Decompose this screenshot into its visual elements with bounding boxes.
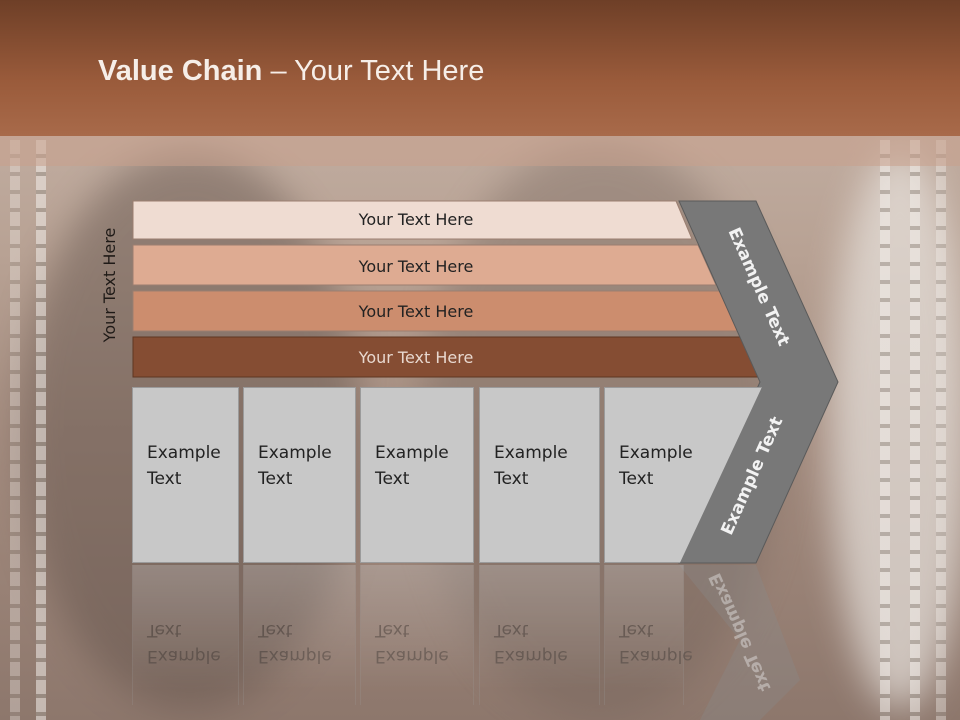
bar-3-label: Your Text Here <box>358 302 474 321</box>
header-bar <box>0 0 960 136</box>
chevron-arrow[interactable] <box>678 200 839 564</box>
chevron-reflection <box>679 565 800 720</box>
bar-4-label: Your Text Here <box>358 348 474 367</box>
bar-1[interactable] <box>132 200 693 240</box>
background-stripe <box>910 140 920 720</box>
header-strip <box>0 136 960 166</box>
bar-2[interactable] <box>132 244 717 286</box>
background-stripe <box>936 140 946 720</box>
slide-title[interactable]: Value Chain – Your Text Here <box>98 55 484 88</box>
background-stripe <box>880 140 890 720</box>
background-light-right <box>830 150 960 710</box>
background-stripe <box>36 140 46 720</box>
title-bold: Value Chain <box>98 55 263 87</box>
background-stripe <box>10 140 20 720</box>
title-rest: – Your Text Here <box>262 55 485 87</box>
bar-1-label: Your Text Here <box>358 210 474 229</box>
bar-2-label: Your Text Here <box>358 257 474 276</box>
